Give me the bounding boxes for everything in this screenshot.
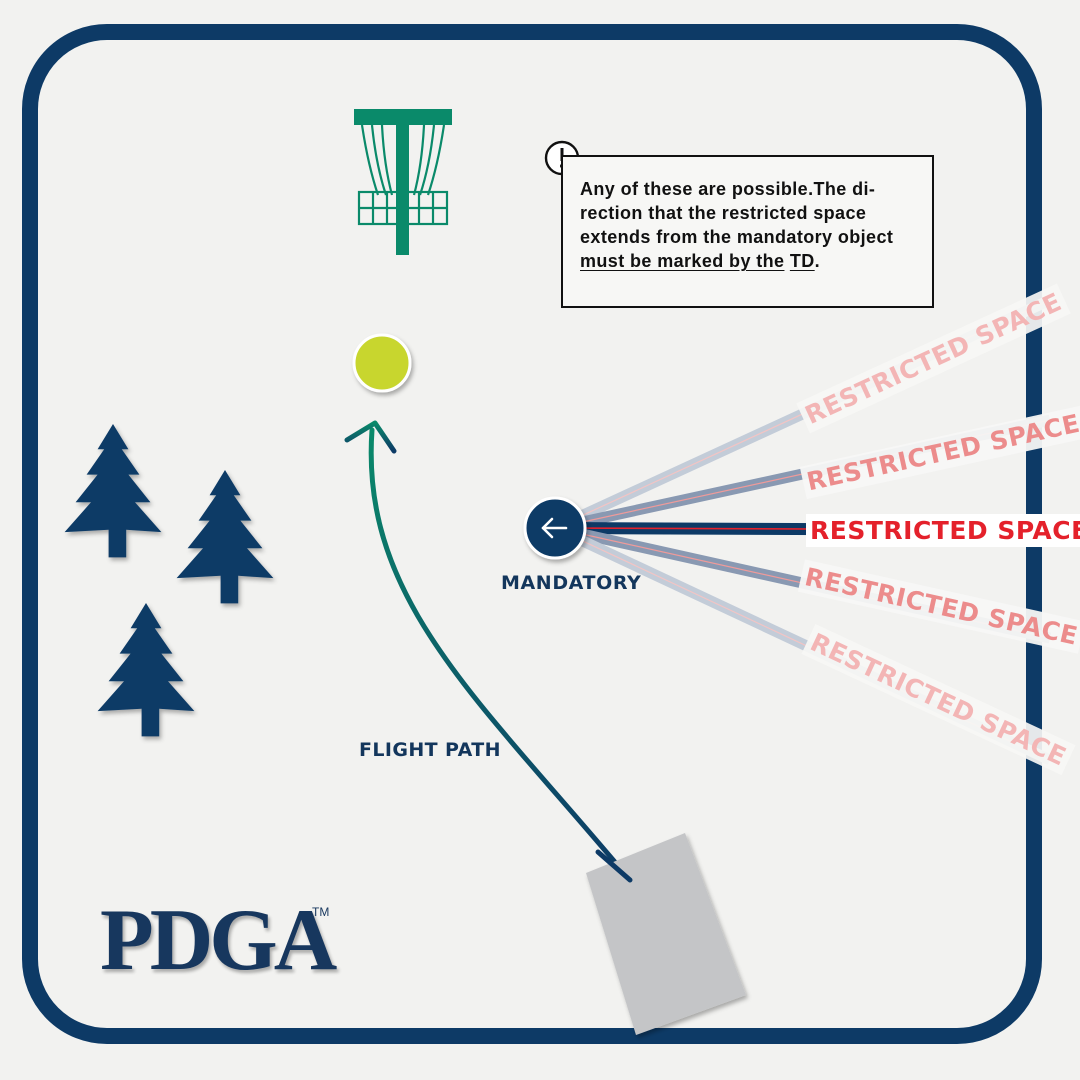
arrow-left-icon [541, 517, 568, 539]
flight-path-label: FLIGHT PATH [359, 739, 501, 761]
tee-pad [586, 833, 746, 1035]
callout-text: Any of these are possible.The di-rection… [580, 179, 894, 247]
disc-golf-basket-icon [354, 109, 452, 255]
callout-end: . [814, 251, 821, 271]
mandatory-label: MANDATORY [501, 572, 642, 594]
restricted-space-label-3: RESTRICTED SPACE [806, 514, 1080, 547]
trademark-mark: TM [312, 905, 330, 919]
pine-tree-icon [176, 470, 274, 604]
callout-underline-1: must be marked by the [580, 251, 785, 271]
callout-underline-2: TD [789, 251, 815, 271]
green-target-circle [352, 333, 412, 393]
pine-tree-icon [64, 424, 162, 558]
info-callout: Any of these are possible.The di-rection… [561, 155, 934, 308]
pine-tree-icon [97, 603, 195, 737]
flight-path-arrow [344, 420, 633, 883]
rounded-frame [22, 24, 1042, 1044]
pdga-logo: PDGA [100, 892, 337, 989]
